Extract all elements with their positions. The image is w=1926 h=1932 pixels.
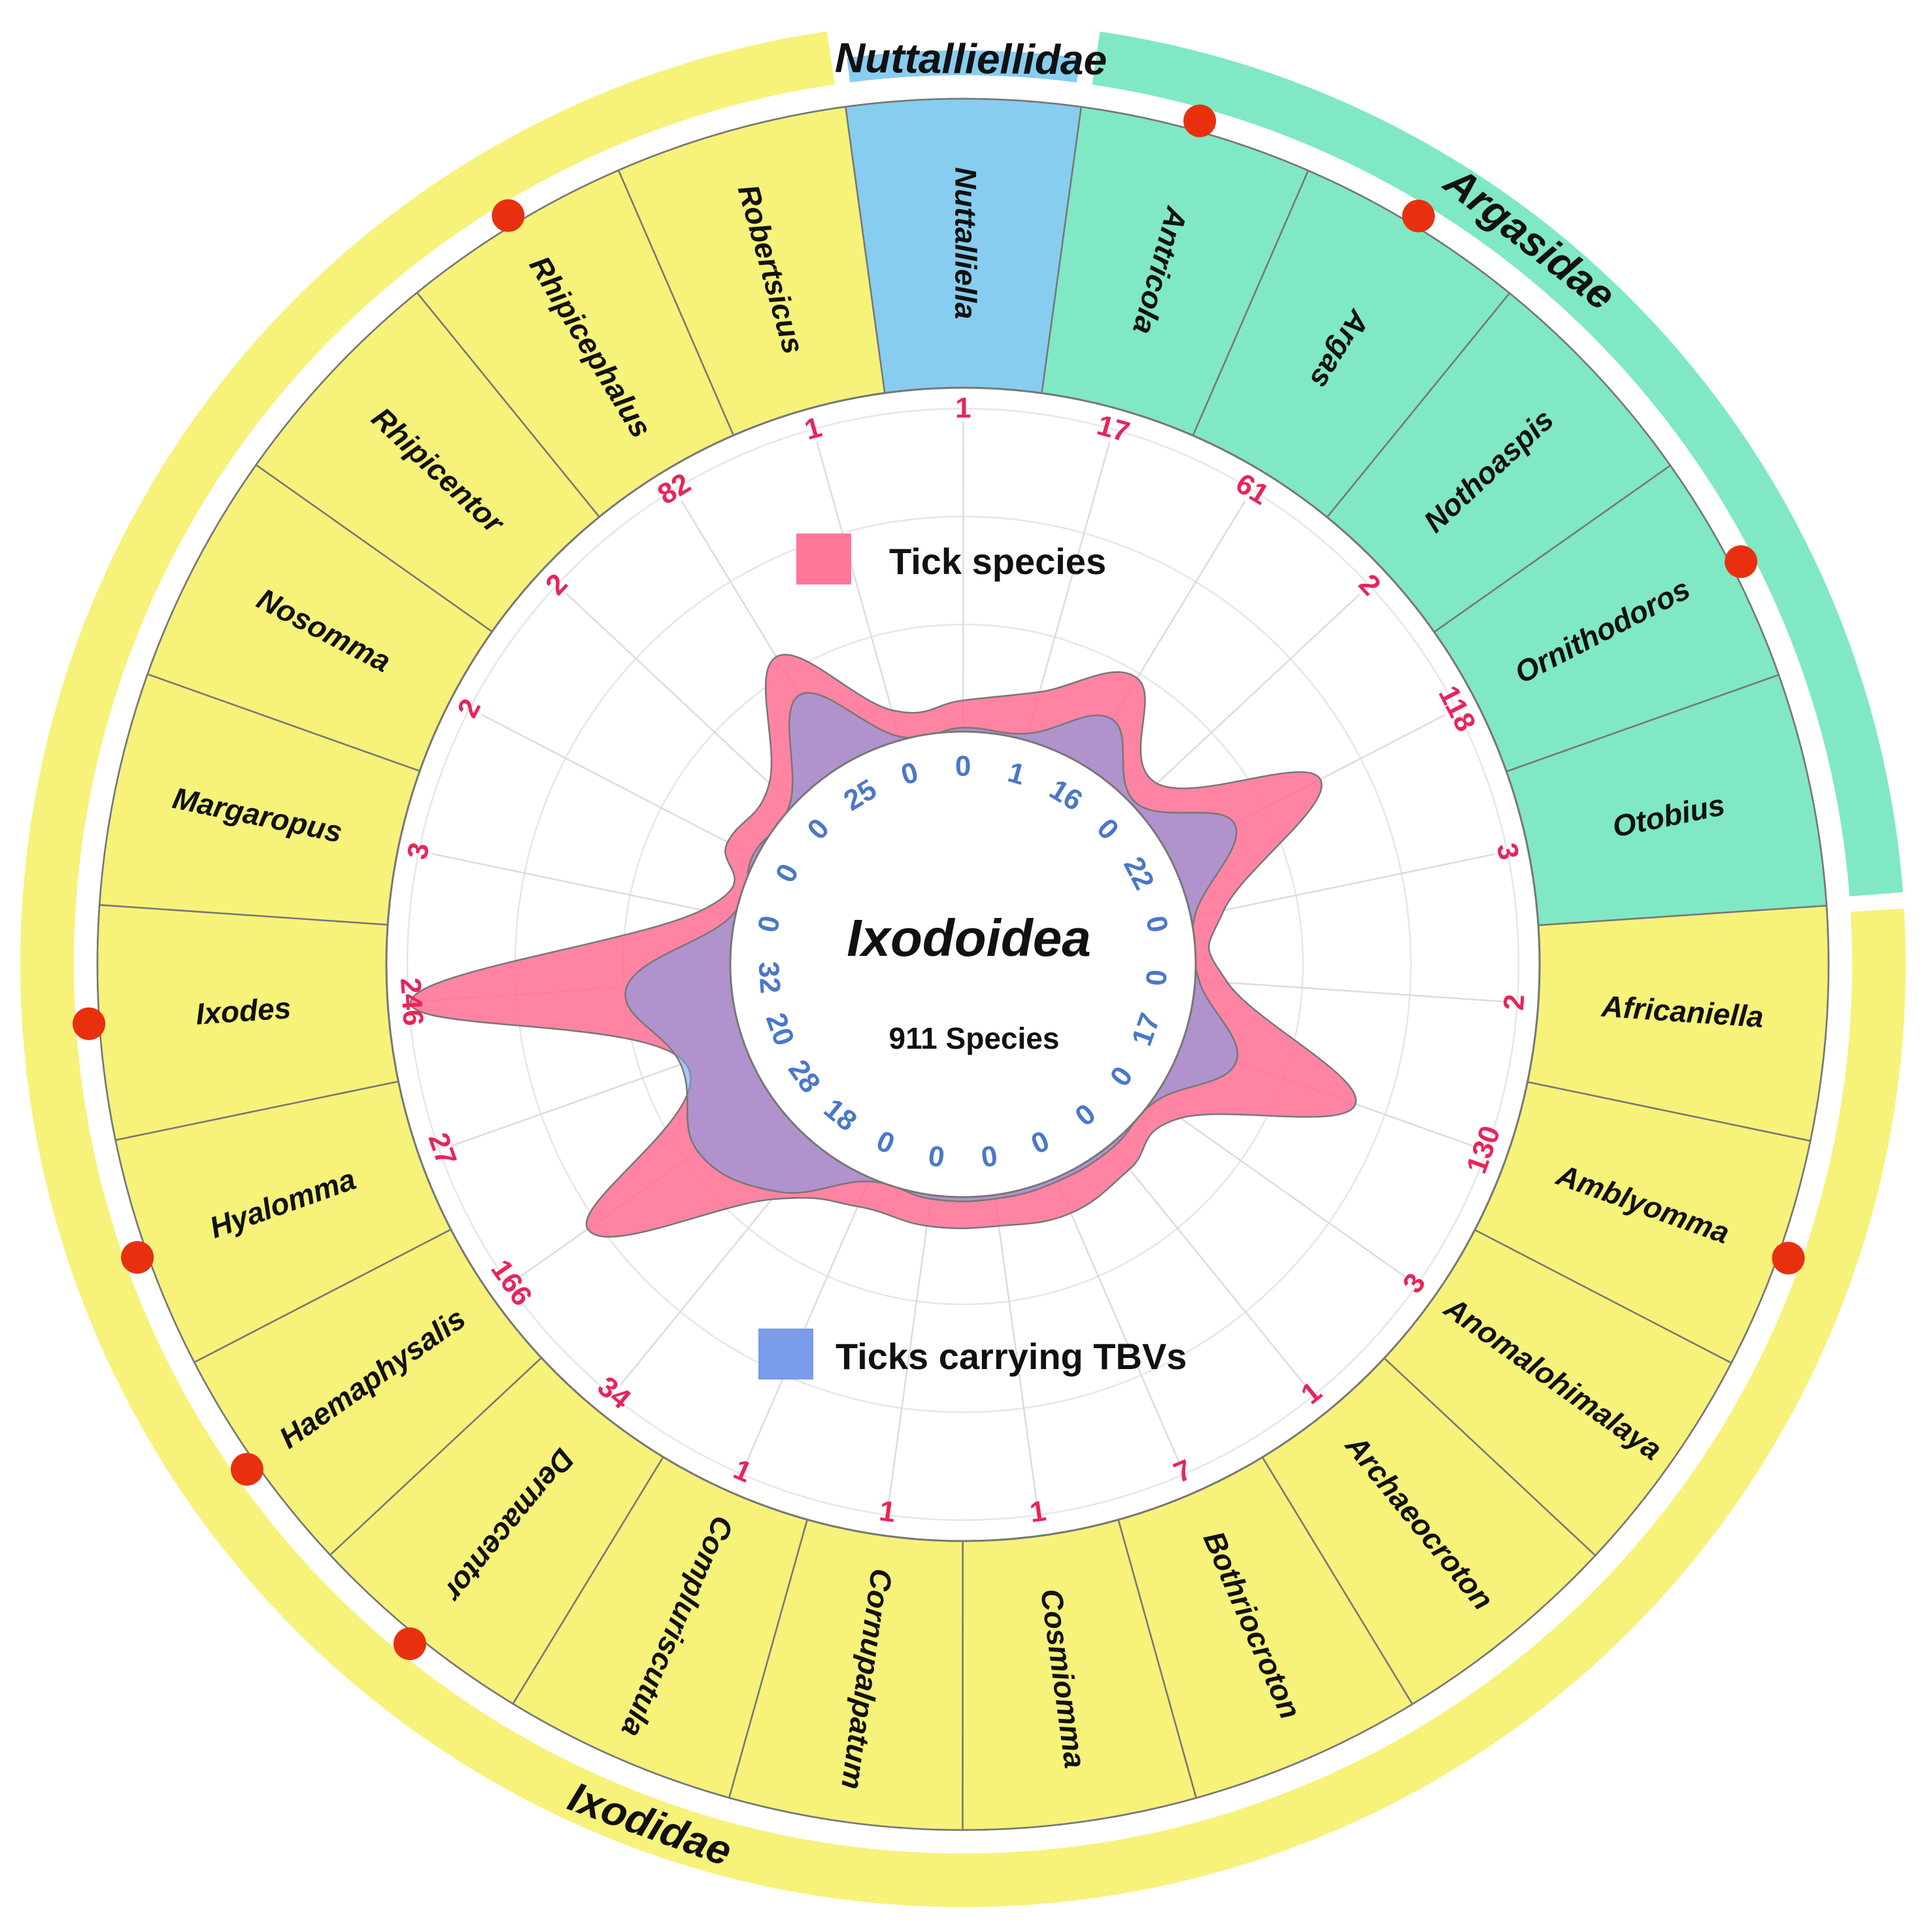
tbv-count-nuttalliella: 0: [955, 751, 971, 783]
point-species-nuttalliella: [962, 700, 964, 702]
point-species-otobius: [1223, 909, 1225, 911]
legend-label-ticks-tbv: Ticks carrying TBVs: [836, 1336, 1187, 1377]
marker-amblyomma: [1772, 1242, 1804, 1274]
point-species-antricola: [1038, 691, 1040, 693]
species-count-nuttalliella: 1: [955, 392, 971, 424]
tbv-count-africaniella: 0: [1140, 969, 1174, 987]
point-species-argas: [1136, 677, 1138, 679]
point-species-africaniella: [1226, 981, 1228, 983]
point-species-ornithodoros: [1319, 779, 1321, 781]
point-species-margaropus: [701, 909, 703, 911]
marker-haemaphysalis: [231, 1453, 263, 1485]
point-species-anomalohimalaya: [1179, 1117, 1181, 1119]
marker-antricola: [1183, 105, 1216, 137]
point-species-hyalomma: [684, 1062, 686, 1064]
genus-label-nuttalliella: Nuttalliella: [949, 167, 983, 320]
species-count-africaniella: 2: [1498, 993, 1531, 1011]
point-species-cosmiomma: [998, 1225, 1000, 1227]
tbv-count-ixodes: 32: [752, 960, 786, 994]
marker-argas: [1402, 199, 1435, 232]
marker-dermacentor: [394, 1627, 426, 1660]
point-species-haemaphysalis: [587, 1228, 589, 1230]
point-species-rhipicephalus: [775, 656, 777, 658]
legend-label-tick-species: Tick species: [889, 541, 1106, 582]
point-species-nosomma: [726, 841, 728, 843]
point-species-archaeocroton: [1128, 1168, 1130, 1170]
point-species-cornupalpatum: [926, 1225, 928, 1227]
legend-swatch-tick-species: [796, 534, 851, 585]
point-species-amblyomma: [1355, 1103, 1357, 1105]
point-species-nothoaspis: [1156, 783, 1158, 785]
point-species-compluriscutula: [856, 1206, 858, 1208]
marker-rhipicephalus: [492, 199, 524, 232]
family-label-nuttalliellidae: Nuttalliellidae: [835, 34, 1107, 84]
chart-title: Ixodoidea: [847, 909, 1090, 967]
species-count-ixodes: 246: [394, 977, 430, 1027]
point-species-dermacentor: [771, 1198, 773, 1200]
legend-swatch-ticks-tbv: [758, 1329, 813, 1380]
chart-subtitle: 911 Species: [889, 1021, 1060, 1055]
marker-hyalomma: [121, 1241, 154, 1274]
genus-label-ixodes: Ixodes: [195, 991, 292, 1031]
marker-ixodes: [73, 1008, 105, 1040]
point-species-bothriocroton: [1070, 1212, 1072, 1214]
point-species-robertsicus: [891, 709, 893, 711]
marker-ornithodoros: [1725, 545, 1757, 578]
point-species-rhipicentor: [768, 783, 770, 785]
